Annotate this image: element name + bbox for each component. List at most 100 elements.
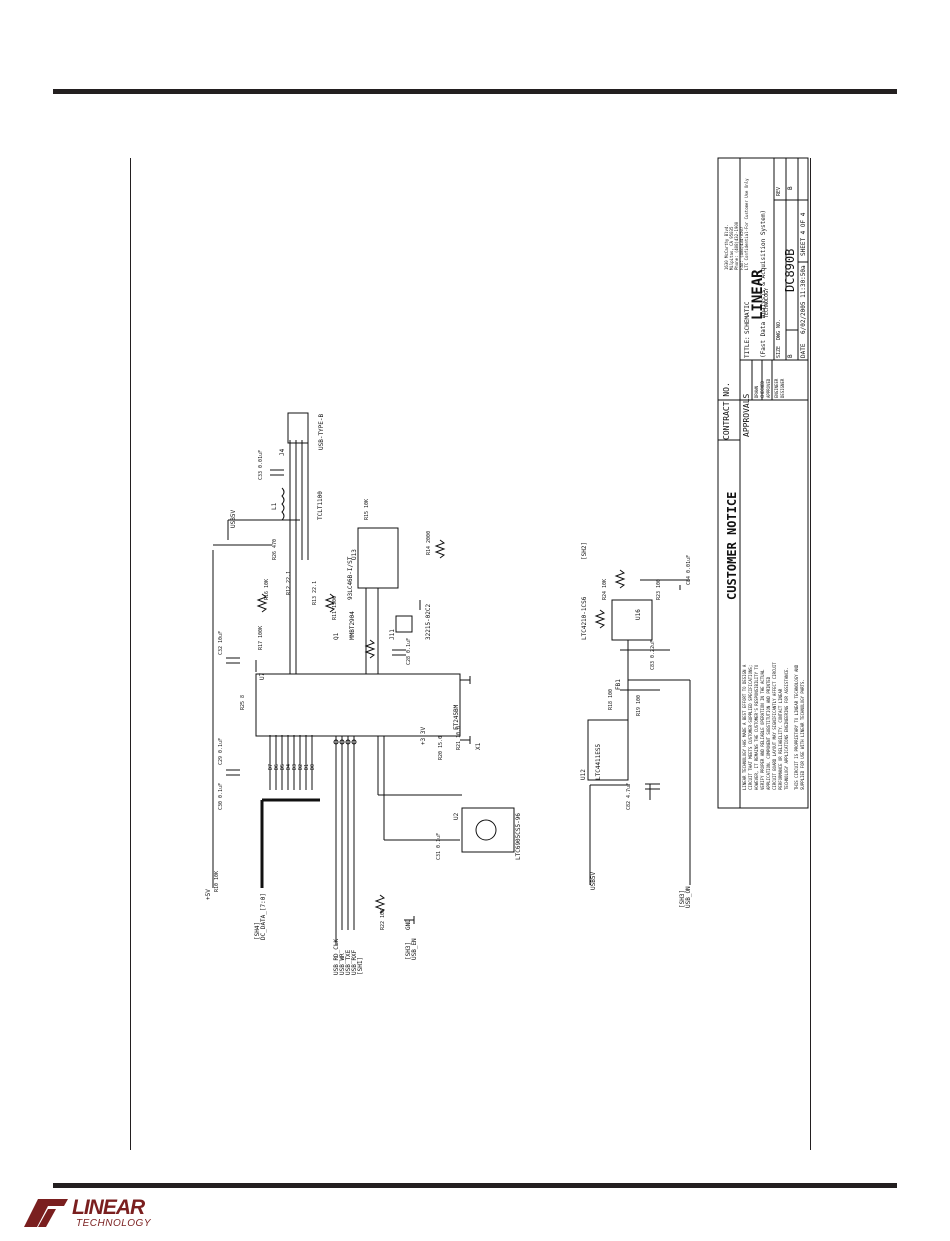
- svg-text:SCHEMATIC: SCHEMATIC: [744, 301, 751, 334]
- svg-text:Fax: (408)434-0507: Fax: (408)434-0507: [739, 226, 744, 270]
- svg-text:[SH3]: [SH3]: [405, 942, 412, 960]
- svg-text:REV: REV: [776, 187, 782, 196]
- footer-logo: LINEAR TECHNOLOGY: [18, 1195, 188, 1235]
- svg-text:SHEET 4 OF 4: SHEET 4 OF 4: [800, 212, 807, 256]
- frame-left: [130, 158, 131, 1150]
- svg-text:C33 0.01uF: C33 0.01uF: [258, 450, 264, 480]
- svg-text:U2: U2: [453, 812, 460, 820]
- svg-text:Phone: (408)432-1900: Phone: (408)432-1900: [734, 221, 739, 270]
- svg-text:R24 10K: R24 10K: [602, 579, 608, 600]
- svg-text:R19 100: R19 100: [636, 695, 642, 716]
- svg-text:DATE: DATE: [800, 343, 807, 358]
- svg-text:+5V: +5V: [205, 889, 212, 900]
- svg-text:R22 10K: R22 10K: [380, 909, 386, 930]
- svg-text:R21 10.0: R21 10.0: [456, 726, 462, 750]
- svg-text:HOWEVER, IT REMAINS THE CUSTOM: HOWEVER, IT REMAINS THE CUSTOMER'S RESPO…: [754, 664, 759, 790]
- svg-text:TCLT1100: TCLT1100: [317, 491, 324, 520]
- customer-notice-title: CUSTOMER NOTICE: [725, 492, 739, 600]
- footer-logo-brand: LINEAR: [72, 1196, 145, 1219]
- svg-text:B: B: [787, 186, 794, 190]
- svg-text:R17 100K: R17 100K: [258, 626, 264, 650]
- svg-text:93LC46B-I/ST: 93LC46B-I/ST: [347, 556, 354, 600]
- svg-text:USB5V: USB5V: [230, 510, 237, 528]
- svg-text:TECHNOLOGY: TECHNOLOGY: [764, 288, 770, 318]
- svg-text:USB_EN: USB_EN: [411, 938, 418, 960]
- dwg-number: DC890B: [783, 249, 797, 292]
- title-block-frame: [717, 157, 809, 809]
- svg-text:DC_DATA_[7:0]: DC_DATA_[7:0]: [260, 893, 267, 940]
- footer-rule: [53, 1183, 897, 1188]
- svg-text:C82 4.7uF: C82 4.7uF: [626, 783, 632, 810]
- svg-text:D6: D6: [274, 764, 280, 770]
- title-block-text: CUSTOMER NOTICE LINEAR TECHNOLOGY HAS MA…: [722, 178, 807, 790]
- svg-text:LTC4411ES5: LTC4411ES5: [595, 743, 602, 780]
- svg-text:U7: U7: [259, 672, 266, 680]
- svg-text:APPROVALS: APPROVALS: [742, 393, 751, 437]
- svg-text:R16 10K: R16 10K: [264, 579, 270, 600]
- svg-text:USB_RXF: USB_RXF: [351, 949, 358, 975]
- svg-text:LTC6905CS5-96: LTC6905CS5-96: [515, 813, 522, 860]
- u2-ltc6905: [461, 807, 515, 853]
- svg-text:R13 22.1: R13 22.1: [312, 581, 318, 605]
- svg-text:R25 8: R25 8: [240, 695, 246, 710]
- u7-data-pins: D7 D6 D5 D4 D3 D2 D1 D0: [268, 764, 316, 770]
- svg-text:+3.3V: +3.3V: [420, 727, 427, 745]
- svg-text:ENGINEER: ENGINEER: [774, 378, 779, 398]
- svg-text:D3: D3: [292, 764, 298, 770]
- svg-text:[SH4]: [SH4]: [254, 922, 261, 940]
- svg-text:R12 22.1: R12 22.1: [286, 571, 292, 595]
- u12-ltc4411: [587, 719, 629, 781]
- svg-text:D7: D7: [268, 764, 274, 770]
- svg-text:CIRCUIT THAT MEETS CUSTOMER-SU: CIRCUIT THAT MEETS CUSTOMER-SUPPLIED SPE…: [748, 665, 753, 790]
- svg-text:FB1: FB1: [615, 679, 622, 690]
- svg-text:R18 100: R18 100: [608, 689, 614, 710]
- svg-text:R20 15.0: R20 15.0: [438, 736, 444, 760]
- svg-text:X1: X1: [475, 742, 482, 750]
- svg-text:C83 0.22uF: C83 0.22uF: [650, 640, 656, 670]
- u13-eeprom: [357, 527, 399, 589]
- svg-text:USB_RD_CLK: USB_RD_CLK: [333, 938, 340, 975]
- svg-text:[SH1]: [SH1]: [357, 957, 364, 975]
- svg-text:B: B: [787, 354, 794, 358]
- svg-text:C84 0.01uF: C84 0.01uF: [686, 555, 692, 585]
- svg-text:U16: U16: [635, 609, 642, 620]
- svg-text:CIRCUIT BOARD LAYOUT MAY SIGNI: CIRCUIT BOARD LAYOUT MAY SIGNIFICANTLY A…: [772, 662, 777, 790]
- svg-text:[SH3]: [SH3]: [679, 890, 686, 908]
- svg-text:C30 0.1uF: C30 0.1uF: [218, 783, 224, 810]
- frame-right: [810, 158, 811, 1150]
- svg-text:R23 100: R23 100: [656, 579, 662, 600]
- svg-text:PERFORMANCE OR RELIABILITY. CO: PERFORMANCE OR RELIABILITY. CONTACT LINE…: [778, 688, 783, 790]
- svg-text:C32 10uF: C32 10uF: [218, 631, 224, 655]
- svg-text:R11 1500: R11 1500: [332, 596, 338, 620]
- svg-text:6/02/2005 11:30:50a: 6/02/2005 11:30:50a: [800, 265, 807, 334]
- svg-text:TECHNOLOGY APPLICATIONS ENGINE: TECHNOLOGY APPLICATIONS ENGINEERING FOR …: [784, 667, 789, 790]
- svg-text:(Fast Data Analysis & Acquisit: (Fast Data Analysis & Acquisition System…: [760, 210, 767, 358]
- svg-text:LTC4210-1CS6: LTC4210-1CS6: [581, 596, 588, 640]
- svg-text:R26 470: R26 470: [272, 539, 278, 560]
- svg-text:D2: D2: [298, 764, 304, 770]
- svg-text:LINEAR TECHNOLOGY HAS MADE A B: LINEAR TECHNOLOGY HAS MADE A BEST EFFORT…: [742, 664, 747, 790]
- component-values: C33 0.01uF C32 10uF C30 0.1uF C29 0.1uF …: [214, 450, 692, 930]
- svg-text:Milpitas, CA 95035: Milpitas, CA 95035: [729, 226, 734, 270]
- j11-jumper: [395, 615, 413, 633]
- svg-text:APPLICATION. COMPONENT SUBSTIT: APPLICATION. COMPONENT SUBSTITUTION AND …: [766, 676, 771, 790]
- svg-text:USB-TYPE-B: USB-TYPE-B: [318, 413, 325, 450]
- svg-text:SIZE: SIZE: [776, 346, 782, 358]
- svg-text:Q1: Q1: [333, 632, 340, 640]
- svg-text:GND: GND: [405, 919, 412, 930]
- svg-text:USB_ON: USB_ON: [685, 886, 692, 908]
- svg-text:LTC Confidential-For Customer: LTC Confidential-For Customer Use Only: [744, 178, 749, 270]
- gnd-symbols: [255, 600, 471, 924]
- svg-text:APPROVED: APPROVED: [766, 378, 771, 398]
- svg-text:D4: D4: [286, 764, 292, 770]
- svg-text:D5: D5: [280, 764, 286, 770]
- u7-ft245bm: [255, 673, 461, 737]
- svg-text:DWG NO.: DWG NO.: [776, 319, 782, 340]
- svg-text:FT245BM: FT245BM: [453, 704, 460, 730]
- schematic-labels: +5V +3.3V USB5V USB5V DC_DATA_[7:0] [SH4…: [205, 413, 692, 975]
- svg-text:DESIGNER: DESIGNER: [780, 378, 785, 398]
- svg-text:DRAWN: DRAWN: [754, 385, 759, 398]
- svg-text:C28 0.1uF: C28 0.1uF: [406, 638, 412, 665]
- header-rule: [53, 89, 897, 94]
